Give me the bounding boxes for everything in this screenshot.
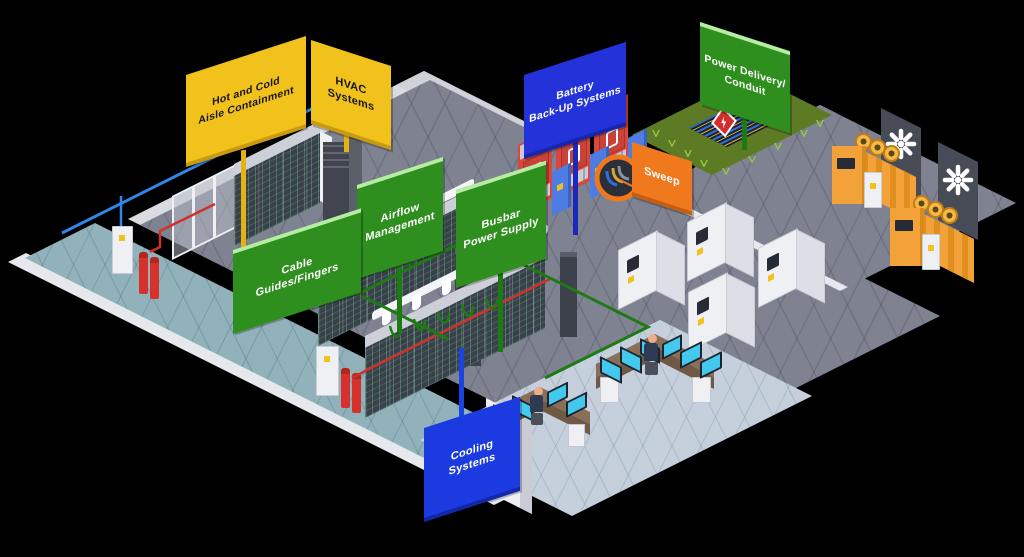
generator-screen — [837, 158, 855, 169]
desk-pedestal — [692, 377, 711, 403]
sign-pole — [241, 150, 246, 252]
ups-screen — [697, 296, 709, 316]
ups-screen — [767, 252, 779, 272]
sign-pole — [397, 248, 402, 332]
sign-pole — [498, 255, 503, 352]
label-text: Busbar Power Supply — [463, 206, 539, 252]
support-pillar — [560, 252, 577, 337]
safety-cabinet — [864, 172, 882, 208]
warning-label-icon — [119, 235, 125, 241]
operator — [644, 343, 658, 361]
warning-label-icon — [870, 183, 876, 189]
desk-pedestal — [568, 424, 585, 447]
office-chair — [531, 413, 543, 425]
warning-label-icon — [697, 246, 703, 256]
generator-cylinder — [941, 207, 958, 224]
fire-extinguisher — [139, 252, 148, 294]
warning-label-icon — [698, 316, 704, 326]
generator-screen — [895, 220, 913, 231]
label-text: Sweep — [644, 164, 680, 189]
label-text: Cable Guides/Fingers — [255, 254, 339, 300]
label-text: HVAC Systems — [327, 74, 375, 114]
fire-extinguisher — [150, 257, 159, 299]
operator-head — [648, 334, 657, 343]
lightning-bolt-icon — [720, 116, 728, 129]
sign-pole — [573, 138, 578, 235]
warning-label-icon — [768, 272, 774, 282]
generator-cylinder — [883, 145, 900, 162]
label-text: Power Delivery/ Conduit — [704, 52, 786, 99]
warning-label-icon — [928, 245, 934, 251]
safety-cabinet — [112, 226, 133, 274]
ups-screen — [627, 254, 639, 274]
warning-label-icon — [628, 274, 634, 284]
label-text: Cooling Systems — [448, 437, 496, 478]
generator-control-cabinet — [832, 146, 866, 204]
generator-control-cabinet — [890, 208, 924, 266]
ups-screen — [696, 226, 708, 246]
warning-label-icon — [324, 356, 330, 362]
safety-cabinet — [316, 346, 339, 396]
sign-pole — [742, 96, 747, 150]
radiator-fan-icon — [942, 164, 974, 196]
label-text: Hot and Cold Aisle Containment — [198, 74, 294, 128]
sign-pole — [459, 348, 464, 420]
safety-cabinet — [922, 234, 940, 270]
label-text: Battery Back-Up Systems — [529, 78, 621, 126]
office-chair — [645, 362, 658, 375]
fire-extinguisher — [341, 368, 350, 408]
fire-extinguisher — [352, 373, 361, 413]
label-text: Airflow Management — [365, 200, 435, 245]
operator-head — [534, 387, 543, 396]
operator — [530, 395, 543, 412]
warning-label-icon — [557, 182, 563, 192]
